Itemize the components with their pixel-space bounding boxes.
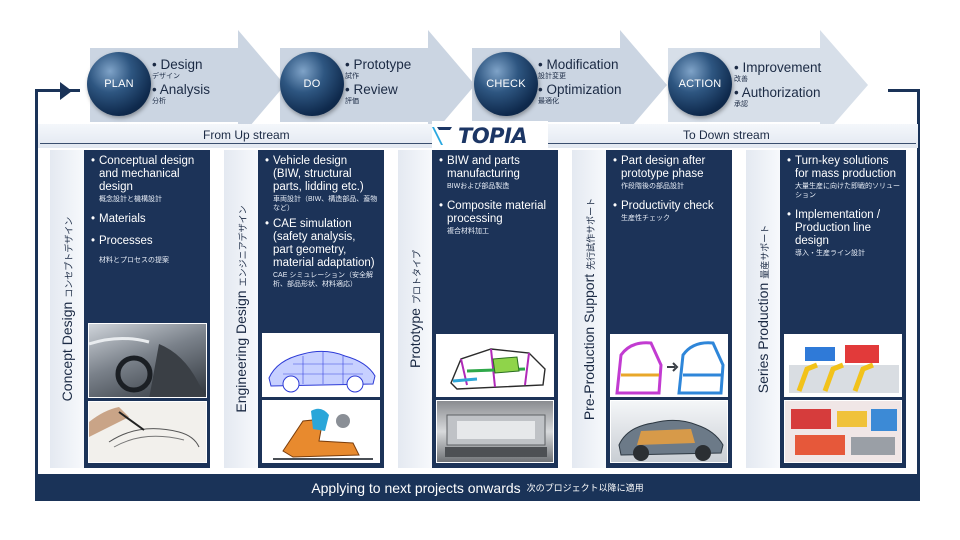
check-item-modification: • Modification (538, 57, 619, 72)
prototype-label: Prototype プロトタイプ (398, 150, 432, 468)
do-item-review-jp: 評価 (345, 98, 359, 105)
composite-processing-image (436, 400, 554, 463)
concept-item-conceptual-jp: 概念設計と機構設計 (99, 196, 162, 203)
engineering-item-cae: CAE simulation (safety analysis, part ge… (265, 218, 378, 270)
topia-mark-icon (432, 127, 452, 145)
engineering-item-vehicle: Vehicle design (BIW, structural parts, l… (265, 155, 378, 194)
do-item-prototype-jp: 試作 (345, 73, 359, 80)
concept-design-title-jp: コンセプトデザイン (64, 216, 74, 298)
concept-item-processes: Processes (91, 235, 204, 248)
do-items: • Prototype 試作 • Review 評価 (345, 57, 411, 107)
loop-arrow-head (60, 82, 72, 100)
series-item-turn-key-jp: 大量生産に向けた即戦的ソリューション (795, 183, 900, 199)
series-production-label: Series Production 量産サポート (746, 150, 780, 468)
concept-item-materials: Materials (91, 213, 204, 226)
concept-item-conceptual: Conceptual design and mechanical design (91, 155, 204, 194)
pre-production-item-productivity: Productivity check (613, 200, 726, 213)
robot-line-image (784, 334, 902, 397)
plan-item-design-jp: デザイン (152, 73, 180, 80)
check-item-optimization: • Optimization (538, 82, 622, 97)
xray-car-image (610, 400, 728, 463)
biw-frame-image (436, 334, 554, 397)
plan-item-design: • Design (152, 57, 203, 72)
downstream-line (548, 143, 916, 144)
prototype-item-composite-jp: 複合材料加工 (447, 228, 489, 235)
plan-items: • Design デザイン • Analysis 分析 (152, 57, 210, 107)
action-item-improvement-jp: 改善 (734, 76, 748, 83)
series-item-implementation: Implementation / Production line design (787, 209, 900, 248)
series-production-title: Series Production (755, 282, 771, 394)
concept-item-processes-jp: 材料とプロセスの提案 (99, 257, 169, 264)
plan-label: PLAN (104, 78, 134, 90)
feedback-text-jp: 次のプロジェクト以降に適用 (526, 483, 644, 493)
concept-design-label: Concept Design コンセプトデザイン (50, 150, 84, 468)
topia-wordmark: TOPIA (458, 124, 528, 148)
series-production-title-jp: 量産サポート (760, 224, 770, 279)
pre-production-item-productivity-jp: 生産性チェック (621, 215, 670, 222)
concept-design-title: Concept Design (59, 301, 75, 402)
pre-production-item-part-design: Part design after prototype phase (613, 155, 726, 181)
engineering-item-cae-jp: CAE シミュレーション（安全解析、部品形状、材料適応） (273, 272, 374, 288)
pre-production-label: Pre-Production Support 先行試作サポート (572, 150, 606, 468)
action-items: • Improvement 改善 • Authorization 承認 (734, 60, 821, 110)
feedback-band: Applying to next projects onwards 次のプロジェ… (35, 474, 920, 501)
upstream-label: From Up stream (203, 128, 290, 142)
check-sphere: CHECK (474, 52, 538, 116)
plan-item-analysis: • Analysis (152, 82, 211, 97)
action-item-improvement: • Improvement (734, 60, 822, 75)
engineering-design-title-jp: エンジニアデザイン (238, 205, 248, 287)
engineering-design-label: Engineering Design エンジニアデザイン (224, 150, 258, 468)
prototype-item-biw-jp: BIWおよび部品製造 (447, 183, 510, 190)
prototype-title-jp: プロトタイプ (412, 250, 422, 305)
plan-arrow (90, 30, 285, 140)
prototype-item-composite: Composite material processing (439, 200, 552, 226)
check-item-modification-jp: 設計変更 (538, 73, 566, 80)
do-sphere: DO (280, 52, 344, 116)
do-item-prototype: • Prototype (345, 57, 412, 72)
engineering-item-vehicle-jp: 車両設計（BIW、構造部品、蓋物など） (273, 196, 378, 212)
feedback-text: Applying to next projects onwards (311, 479, 521, 496)
plan-sphere: PLAN (87, 52, 151, 116)
pre-production-title: Pre-Production Support (581, 273, 597, 421)
series-item-turn-key: Turn-key solutions for mass production (787, 155, 900, 181)
cae-seat-simulation-image (262, 400, 380, 463)
check-label: CHECK (486, 78, 526, 90)
engineering-design-title: Engineering Design (233, 290, 249, 413)
action-label: ACTION (678, 78, 722, 90)
wireframe-car-image (262, 333, 380, 397)
downstream-label: To Down stream (683, 128, 770, 142)
upstream-line (40, 143, 432, 144)
action-item-authorization-jp: 承認 (734, 101, 748, 108)
pre-production-title-jp: 先行試作サポート (586, 197, 596, 270)
check-item-optimization-jp: 最適化 (538, 98, 559, 105)
pre-production-item-part-design-jp: 作段階後の部品設計 (621, 183, 684, 190)
check-items: • Modification 設計変更 • Optimization 最適化 (538, 57, 622, 107)
car-interior-image (88, 323, 207, 398)
topia-logo: TOPIA (432, 121, 548, 151)
sketch-drawing-image (88, 401, 207, 463)
do-item-review: • Review (345, 82, 398, 97)
plan-item-analysis-jp: 分析 (152, 98, 166, 105)
prototype-title: Prototype (407, 308, 423, 368)
side-frame-comparison-image (610, 334, 728, 397)
production-layout-image (784, 400, 902, 463)
prototype-item-biw: BIW and parts manufacturing (439, 155, 552, 181)
do-label: DO (303, 78, 321, 90)
action-item-authorization: • Authorization (734, 85, 821, 100)
series-item-implementation-jp: 導入・生産ライン設計 (795, 250, 865, 257)
action-sphere: ACTION (668, 52, 732, 116)
